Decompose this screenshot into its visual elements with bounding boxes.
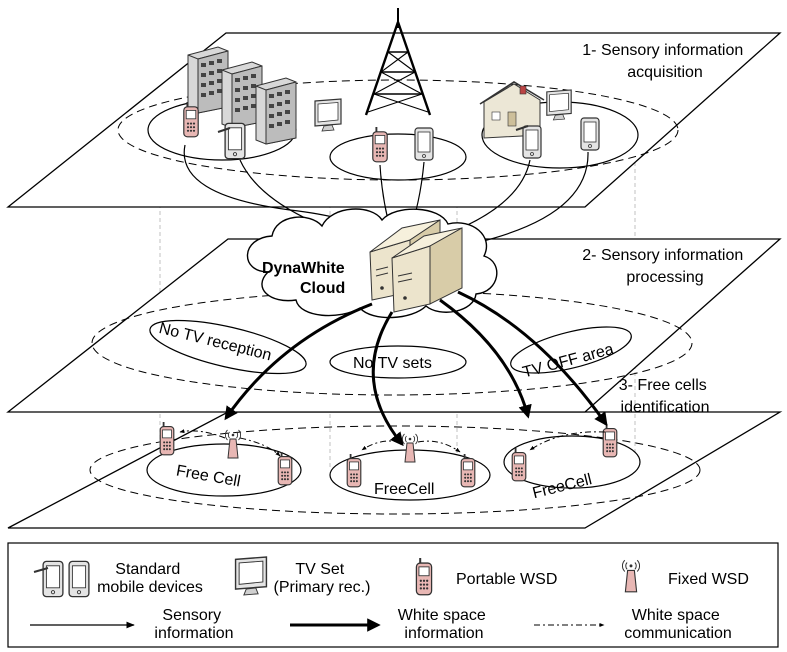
- mobile-device-icon: [414, 127, 434, 161]
- tv-tower-icon: [364, 8, 432, 116]
- legend-sensory-information-line2: information: [154, 625, 233, 642]
- legend-tv-set: TV Set (Primary rec.): [234, 556, 371, 596]
- portable-wsd-icon: [182, 102, 200, 138]
- portable-wsd-icon: [602, 424, 618, 458]
- office-buildings-icon: [182, 46, 342, 160]
- layer-1-label-line1: 1- Sensory information: [582, 42, 743, 59]
- layer-3-label-line1: 3- Free cells: [619, 377, 707, 394]
- legend-white-space-communication: White space communication: [534, 607, 732, 642]
- layer-2-label: 2- Sensory information processing: [582, 247, 747, 286]
- layer-1-label: 1- Sensory information acquisition: [582, 42, 747, 81]
- mobile-device-icon: [522, 125, 542, 159]
- legend-sensory-information-label: Sensory information: [154, 607, 233, 642]
- free-cell-middle-label: FreeCell: [374, 481, 434, 498]
- mobile-device-icon: [68, 560, 90, 598]
- legend-tv-set-line1: TV Set: [295, 561, 344, 578]
- legend-standard-mobile-label: Standard mobile devices: [97, 561, 203, 596]
- portable-wsd-icon: [277, 452, 293, 486]
- portable-wsd-icon: [415, 558, 433, 596]
- white-space-information-arrows: [224, 290, 608, 447]
- legend-tv-set-label: TV Set (Primary rec.): [274, 561, 371, 596]
- legend-portable-wsd: Portable WSD: [415, 558, 557, 596]
- portable-wsd-icon: [159, 422, 175, 456]
- free-cell-left: Free Cell: [146, 443, 302, 497]
- layer-labels: 1- Sensory information acquisition 2- Se…: [582, 42, 747, 416]
- legend-standard-mobile-line1: Standard: [115, 561, 180, 578]
- legend: Standard mobile devices TV Set (Primary …: [7, 542, 779, 648]
- layer-3-label-line2: identification: [621, 399, 710, 416]
- cloud-label-line1: DynaWhite: [262, 260, 345, 277]
- legend-portable-wsd-label: Portable WSD: [456, 571, 557, 588]
- legend-fixed-wsd: Fixed WSD: [622, 559, 749, 593]
- legend-white-space-communication-line2: communication: [624, 625, 732, 642]
- mobile-device-icon: [42, 560, 64, 598]
- layer-2-label-line2: processing: [626, 269, 703, 286]
- area-no-tv-sets: No TV sets: [329, 345, 467, 379]
- legend-standard-mobile: Standard mobile devices: [33, 560, 203, 598]
- layer-1-label-line2: acquisition: [627, 64, 703, 81]
- legend-tv-set-line2: (Primary rec.): [274, 579, 371, 596]
- legend-white-space-information-label: White space information: [398, 607, 491, 642]
- layer-2-label-line1: 2- Sensory information: [582, 247, 743, 264]
- mobile-device-icon: [580, 117, 600, 151]
- legend-white-space-information: White space information: [290, 607, 491, 642]
- legend-white-space-communication-line1: White space: [632, 607, 720, 624]
- legend-white-space-communication-label: White space communication: [624, 607, 732, 642]
- layer-3-label: 3- Free cells identification: [619, 377, 711, 416]
- area-no-tv-sets-label: No TV sets: [353, 355, 432, 372]
- cloud-label-line2: Cloud: [300, 280, 345, 297]
- layer-1-plane: [6, 32, 782, 208]
- portable-wsd-icon: [346, 454, 362, 488]
- legend-sensory-information-line1: Sensory: [162, 607, 221, 624]
- portable-wsd-icon: [511, 448, 527, 482]
- portable-wsd-icon: [371, 127, 389, 163]
- legend-fixed-wsd-label: Fixed WSD: [668, 571, 749, 588]
- house-icon: [479, 81, 600, 159]
- layer-2-plane: [6, 238, 782, 413]
- legend-standard-mobile-line2: mobile devices: [97, 579, 203, 596]
- legend-sensory-information: Sensory information: [30, 607, 234, 642]
- legend-white-space-information-line1: White space: [398, 607, 486, 624]
- legend-white-space-information-line2: information: [404, 625, 483, 642]
- portable-wsd-icon: [460, 454, 476, 488]
- server-icon: [369, 219, 463, 313]
